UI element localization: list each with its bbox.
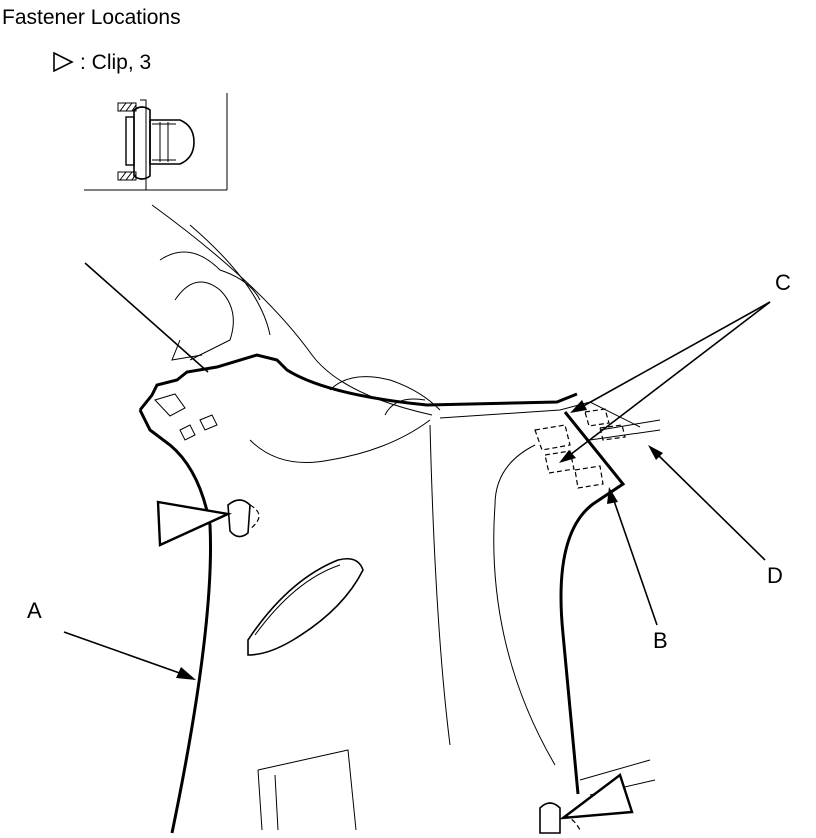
pillar-trim-outline xyxy=(138,353,626,834)
clip-marker-left xyxy=(156,499,260,547)
vehicle-body-lines xyxy=(84,204,661,796)
callout-d: D xyxy=(767,563,783,588)
legend-text: : Clip, 3 xyxy=(80,50,152,74)
clip-detail-inset xyxy=(84,93,228,191)
clip-triangle-icon xyxy=(53,51,74,73)
clip-marker-bottom xyxy=(539,773,634,834)
leader-arrows xyxy=(63,301,771,680)
callout-b: B xyxy=(653,628,668,653)
callout-c: C xyxy=(775,270,791,295)
legend: : Clip, 3 xyxy=(52,51,151,73)
lower-trim-section xyxy=(257,749,357,831)
callout-a: A xyxy=(27,598,42,623)
page-title: Fastener Locations xyxy=(2,6,181,29)
grip-handle-recess xyxy=(247,557,364,656)
upper-clip-hooks xyxy=(534,408,626,489)
